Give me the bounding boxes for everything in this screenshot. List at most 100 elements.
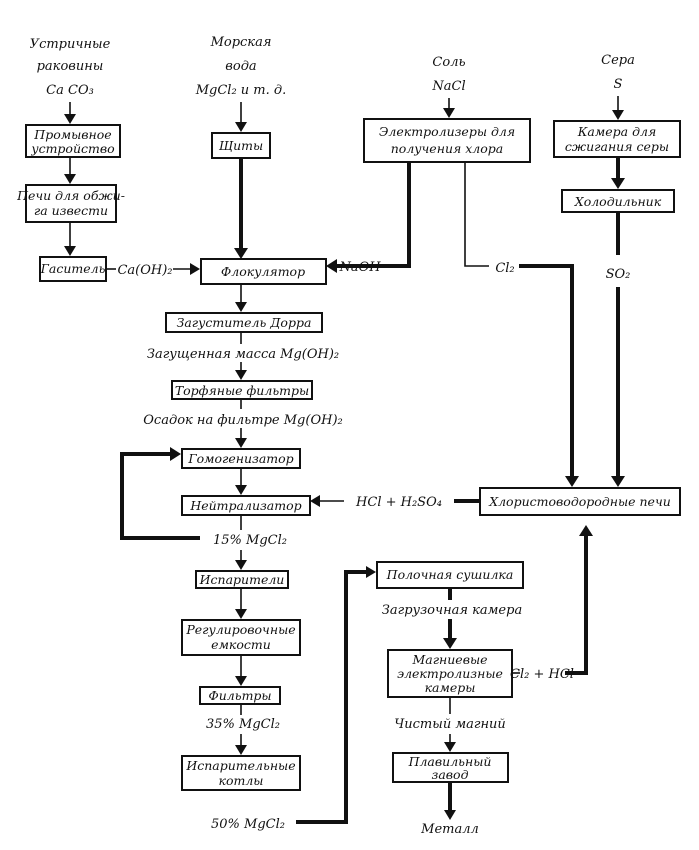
smelter-text-1: Плавильный <box>408 754 492 769</box>
arrow-head <box>235 122 247 132</box>
box-evaporators <box>195 570 289 589</box>
arrow-head <box>611 178 625 189</box>
electrolyzers-text-1: Электролизеры для <box>379 124 515 139</box>
evaporators-text: Испарители <box>199 572 285 587</box>
shells-label-2: раковины <box>37 59 104 74</box>
flow-50-shelf-dryer <box>296 570 368 824</box>
arrow-heads <box>64 108 625 820</box>
label-filter-cake: Осадок на фильтре Mg(OH)₂ <box>143 413 342 428</box>
thickener-text: Загуститель Дорра <box>177 315 312 330</box>
arrow-head <box>310 495 320 507</box>
arrow-head <box>190 263 200 275</box>
label-cl2-hcl: Cl₂ + HCl <box>510 667 574 682</box>
neutralizer-text: Нейтрализатор <box>189 498 301 513</box>
flow-electrolyzers-cl2 <box>464 162 489 267</box>
mg-cells-text-1: Магниевые <box>411 652 487 667</box>
cooler-text: Холодильник <box>574 194 662 209</box>
arrow-head <box>366 566 376 578</box>
box-peat-filters <box>171 380 313 400</box>
salt-formula: NaCl <box>431 79 465 94</box>
hcl-furnaces-text: Хлористоводородные печи <box>488 494 671 509</box>
seawater-formula: MgCl₂ и т. д. <box>195 83 287 98</box>
box-shelf-dryer <box>376 561 524 589</box>
shelf-dryer-text: Полочная сушилка <box>386 567 514 582</box>
flocculator-text: Флокулятор <box>221 264 305 279</box>
arrow-head <box>234 248 248 259</box>
seawater-label-2: вода <box>225 59 256 74</box>
salt-label: Соль <box>432 55 465 70</box>
shells-label-1: Устричные <box>30 37 111 52</box>
box-labels: Промывное устройство Печи для обжи- га и… <box>16 124 671 788</box>
label-metal: Металл <box>420 822 479 837</box>
arrow-head <box>235 676 247 686</box>
box-slaker <box>39 256 107 282</box>
flow-labels: Ca(OH)₂ NaOH Cl₂ SO₂ Загущенная масса Mg… <box>117 260 630 837</box>
arrow-head <box>443 108 455 118</box>
box-electrolyzers <box>363 118 531 163</box>
washer-text-2: устройство <box>30 141 114 156</box>
arrow-head <box>64 114 76 124</box>
label-mgcl2-50: 50% MgCl₂ <box>211 817 285 832</box>
process-boxes <box>25 118 681 791</box>
sulfur-formula: S <box>614 77 623 92</box>
arrow-head <box>235 302 247 312</box>
flow-naoh-flocculator <box>335 162 411 268</box>
kilns-text-2: га извести <box>34 203 108 218</box>
label-caoh2: Ca(OH)₂ <box>117 263 172 278</box>
arrow-head <box>579 525 593 536</box>
label-mgcl2-15: 15% MgCl₂ <box>213 533 287 548</box>
burner-text-2: сжигания серы <box>565 139 669 154</box>
arrow-head <box>235 370 247 380</box>
label-so2: SO₂ <box>606 267 631 282</box>
peat-filters-text: Торфяные фильтры <box>175 383 309 398</box>
label-naoh: NaOH <box>338 260 381 275</box>
kilns-text-1: Печи для обжи- <box>16 188 125 203</box>
box-filters <box>199 686 281 705</box>
label-mgcl2-35: 35% MgCl₂ <box>206 717 280 732</box>
box-hcl-furnaces <box>479 487 681 516</box>
label-cl2: Cl₂ <box>495 261 514 276</box>
box-washer <box>25 124 121 158</box>
label-pure-mg: Чистый магний <box>394 717 506 732</box>
seawater-label-1: Морская <box>210 35 272 50</box>
label-thick-mass: Загущенная масса Mg(OH)₂ <box>147 347 339 362</box>
mg-cells-text-2: электролизные <box>397 666 503 681</box>
slaker-text: Гаситель <box>40 261 106 276</box>
box-burner <box>553 120 681 158</box>
arrow-head <box>235 560 247 570</box>
arrow-head <box>235 745 247 755</box>
flow-cl2-hcl-furnaces <box>519 264 574 478</box>
box-mg-cells <box>387 649 513 698</box>
source-labels: Устричные раковины Ca CO₃ Морская вода M… <box>30 35 635 98</box>
washer-text-1: Промывное <box>33 127 111 142</box>
arrow-head <box>64 174 76 184</box>
box-screens <box>211 132 271 159</box>
box-smelter <box>392 752 509 783</box>
flow-cl2hcl-furnaces <box>565 534 588 675</box>
burner-text-1: Камера для <box>577 124 656 139</box>
box-kilns <box>25 184 117 223</box>
flow-lines <box>69 96 620 824</box>
homogenizer-text: Гомогенизатор <box>187 451 293 466</box>
arrow-head <box>611 476 625 487</box>
box-cooler <box>561 189 675 213</box>
sulfur-label: Сера <box>601 53 635 68</box>
mg-cells-text-3: камеры <box>425 680 476 695</box>
label-hcl-h2so4: HCl + H₂SO₄ <box>355 495 442 510</box>
box-regulating-tanks <box>181 619 301 656</box>
arrow-head <box>565 476 579 487</box>
screens-text: Щиты <box>219 138 263 153</box>
box-homogenizer <box>181 448 301 469</box>
arrow-head <box>170 447 181 461</box>
arrow-head <box>235 485 247 495</box>
arrow-head <box>612 110 624 120</box>
filters-text: Фильтры <box>208 688 271 703</box>
electrolyzers-text-2: получения хлора <box>391 141 503 156</box>
arrow-head <box>64 246 76 256</box>
box-thickener <box>165 312 323 333</box>
label-loading-chamber: Загрузочная камера <box>382 603 522 618</box>
evap-boilers-text-2: котлы <box>219 773 264 788</box>
box-neutralizer <box>181 495 311 516</box>
arrow-head <box>235 609 247 619</box>
